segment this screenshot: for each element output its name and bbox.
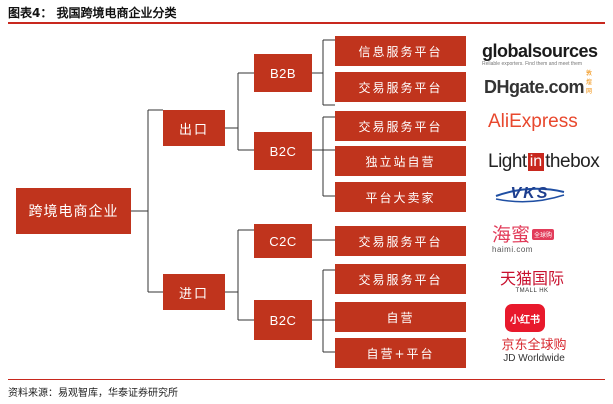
export-b2c-node: B2C — [254, 132, 312, 170]
import-c2c-trade-platform: 交易服务平台 — [335, 226, 466, 256]
title-rule — [8, 22, 605, 24]
dhgate-wordmark: DHgate.com — [484, 77, 585, 97]
lightinthebox-logo: Light in thebox — [488, 148, 606, 176]
jd-worldwide-logo: 京东全球购 JD Worldwide — [488, 336, 580, 366]
jd-subtext: JD Worldwide — [503, 353, 565, 364]
export-node: 出口 — [163, 110, 225, 146]
export-b2b-node: B2B — [254, 54, 312, 92]
export-b2c-independent-site: 独立站自营 — [335, 146, 466, 176]
aliexpress-logo: AliExpress — [488, 108, 593, 136]
haimi-wordmark: 海蜜 — [492, 223, 531, 246]
lightinthebox-part-in: in — [527, 153, 545, 171]
import-b2c-node: B2C — [254, 300, 312, 340]
haimi-domain: haimi.com — [492, 244, 533, 254]
import-b2c-self-plus-platform: 自营+平台 — [335, 338, 466, 368]
tmall-logo: 天猫国际 TMALL HK — [492, 266, 572, 298]
tmall-subtext: TMALL HK — [515, 288, 549, 294]
haimi-badge: 全球购 — [532, 229, 555, 240]
figure-title: 图表4： 我国跨境电商企业分类 — [8, 6, 177, 20]
globalsources-tagline: Reliable exporters. Find them and meet t… — [482, 60, 583, 67]
dhgate-subtext: 敦煌网 — [586, 71, 593, 95]
lightinthebox-part-thebox: thebox — [545, 151, 600, 172]
import-node: 进口 — [163, 274, 225, 310]
source-rule — [8, 379, 605, 380]
lightinthebox-part-light: Light — [488, 151, 527, 172]
vks-wordmark: VKS — [510, 185, 550, 202]
export-b2b-trade-platform: 交易服务平台 — [335, 72, 466, 102]
import-b2c-self-operated: 自营 — [335, 302, 466, 332]
globalsources-wordmark: globalsources — [482, 40, 598, 61]
jd-wordmark: 京东全球购 — [501, 338, 567, 353]
xiaohongshu-wordmark: 小红书 — [510, 314, 540, 326]
export-b2c-big-seller: 平台大卖家 — [335, 182, 466, 212]
export-b2c-trade-platform: 交易服务平台 — [335, 111, 466, 141]
haimi-logo: 海蜜 全球购 haimi.com — [492, 222, 572, 256]
import-c2c-node: C2C — [254, 224, 312, 258]
dhgate-logo: DHgate.com 敦煌网 — [484, 71, 592, 97]
vks-swoosh-icon — [495, 187, 565, 203]
export-b2b-info-platform: 信息服务平台 — [335, 36, 466, 66]
aliexpress-wordmark: AliExpress — [488, 111, 578, 132]
xiaohongshu-logo: 小红书 — [505, 304, 545, 332]
tmall-wordmark: 天猫国际 — [499, 269, 564, 288]
vks-logo: VKS — [494, 182, 566, 206]
source-note: 资料来源：易观智库，华泰证券研究所 — [8, 388, 178, 399]
root-node: 跨境电商企业 — [16, 188, 131, 234]
import-b2c-trade-platform: 交易服务平台 — [335, 264, 466, 294]
globalsources-logo: globalsources Reliable exporters. Find t… — [482, 37, 602, 71]
